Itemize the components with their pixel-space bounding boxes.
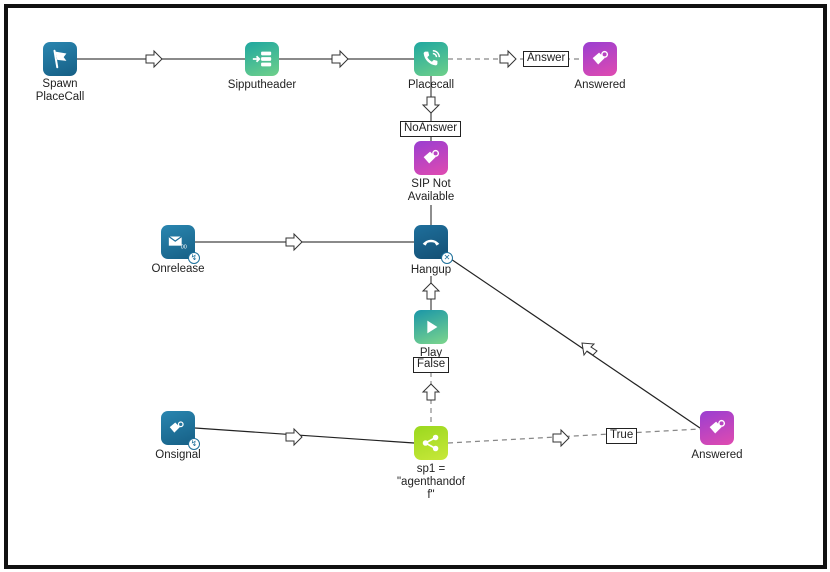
node-label-answered-top: Answered [574,79,626,91]
node-answered-right[interactable] [700,411,734,445]
arrow-right-icon [331,49,349,69]
node-label-sip-not-available: SIP Not Available [381,178,481,204]
node-label-spawn: Spawn PlaceCall [10,78,110,104]
label-line: Available [407,191,455,203]
share-node-icon [422,434,439,452]
arrow-up-left-icon [581,342,598,357]
node-label-play: Play [419,347,443,359]
label-line: sp1 = [416,463,446,475]
node-answered-top[interactable] [583,42,617,76]
node-play[interactable] [414,310,448,344]
tag-icon [423,149,440,164]
arrow-right-icon [285,427,303,447]
node-label-answered-right: Answered [691,449,743,461]
diagram-canvas-frame [4,4,827,569]
node-sip-not-available[interactable] [414,141,448,175]
lightning-badge-icon: ↯ [188,438,200,450]
node-label-hangup: Hangup [410,264,452,276]
node-sp1[interactable] [414,426,448,460]
arrow-right-icon [145,49,163,69]
arrow-up-icon [421,282,441,300]
node-label-onrelease: Onrelease [151,263,205,275]
edge-label-false[interactable]: False [413,357,450,373]
flag-icon [53,49,67,69]
arrow-right-icon [499,49,517,69]
node-label-onsignal: Onsignal [155,449,201,461]
node-sipputheader[interactable] [245,42,279,76]
label-line: f" [427,489,435,501]
edge-label-answer[interactable]: Answer [523,51,570,67]
tag-icon [709,419,726,434]
edge-onsignal-sp1[interactable] [194,427,415,444]
edge-label-noanswer[interactable]: NoAnswer [400,121,462,137]
edge-sp1-answered[interactable] [447,428,701,444]
play-icon [427,320,438,334]
tag-icon [592,50,609,65]
label-line: SIP Not [411,178,451,190]
arrow-right-icon [552,428,570,448]
mail-event-icon: 00 [168,236,187,250]
node-onsignal[interactable]: ↯ [161,411,200,450]
label-line: PlaceCall [35,91,85,103]
close-badge-icon[interactable]: ✕ [441,252,453,264]
header-list-icon [252,51,272,67]
edge-label-true[interactable]: True [606,428,638,444]
hangup-phone-icon [422,239,440,246]
label-line: Spawn [42,78,78,90]
lightning-badge-icon: ↯ [188,252,200,264]
edge-answered-hangup[interactable] [441,252,701,429]
svg-text:00: 00 [181,244,187,250]
node-spawn-placecall[interactable] [43,42,77,76]
arrow-right-icon [285,232,303,252]
label-line: "agenthandof [396,476,466,488]
arrow-up-icon [421,383,441,401]
signal-event-icon [169,421,184,433]
node-onrelease[interactable]: 00 ↯ [161,225,200,264]
phone-ringing-icon [423,50,440,66]
node-label-sp1: sp1 = "agenthandof f" [381,463,481,502]
node-hangup[interactable]: ✕ [414,225,453,264]
node-label-sipputheader: Sipputheader [227,79,297,91]
node-label-placecall: Placecall [407,79,455,91]
node-placecall[interactable] [414,42,448,76]
arrow-down-icon [421,96,441,114]
